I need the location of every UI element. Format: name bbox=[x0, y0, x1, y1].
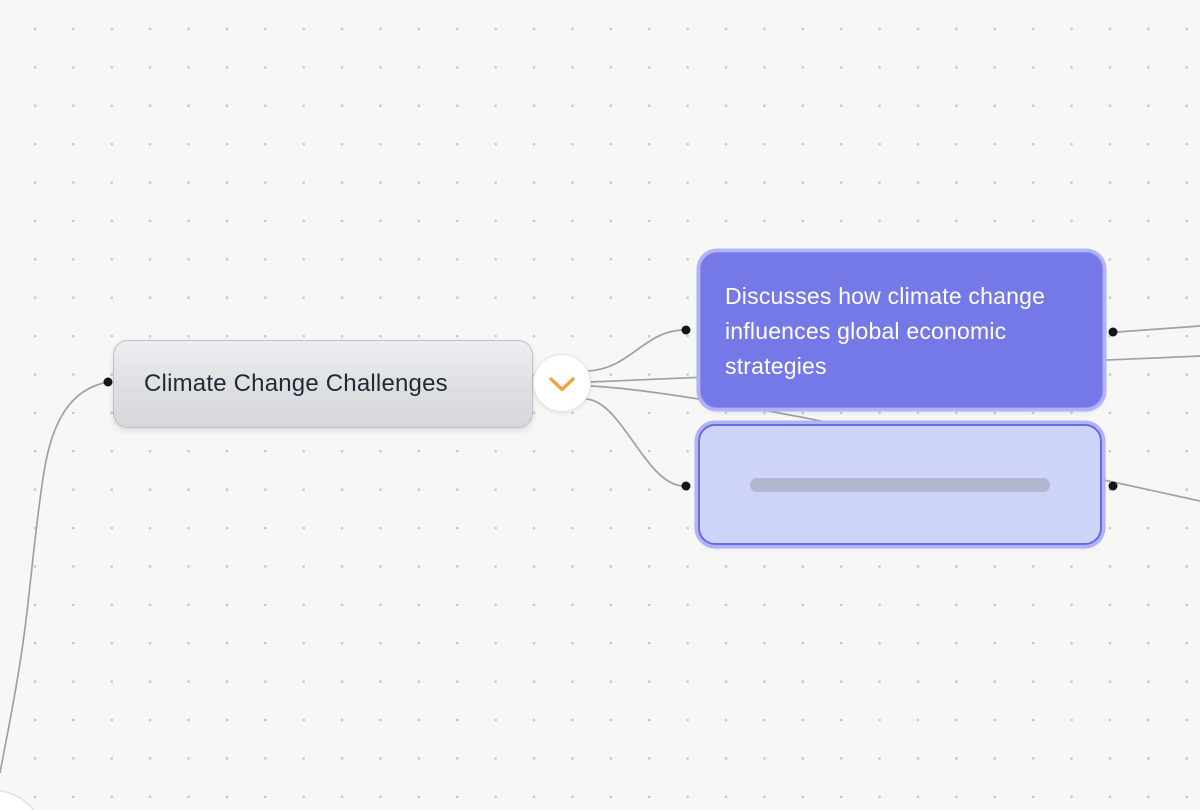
chevron-down-icon bbox=[549, 377, 575, 392]
handle-placeholder-right[interactable] bbox=[1108, 481, 1118, 491]
node-root[interactable]: Climate Change Challenges bbox=[113, 340, 533, 428]
offscreen-expand-button-peek bbox=[0, 789, 35, 810]
handle-root-left[interactable] bbox=[103, 377, 113, 387]
skeleton-loading-bar bbox=[750, 477, 1050, 492]
edge-to-child-placeholder bbox=[585, 398, 684, 487]
handle-placeholder-left[interactable] bbox=[681, 481, 691, 491]
node-root-label: Climate Change Challenges bbox=[144, 370, 448, 397]
edge-to-child-primary bbox=[587, 329, 684, 372]
node-child-primary[interactable]: Discusses how climate change influences … bbox=[700, 252, 1103, 408]
edge-primary-offscreen-right bbox=[1116, 325, 1200, 333]
node-child-primary-text: Discusses how climate change influences … bbox=[725, 283, 1046, 379]
node-child-placeholder[interactable] bbox=[698, 424, 1102, 545]
handle-primary-left[interactable] bbox=[681, 325, 691, 335]
edge-root-offscreen-bottom-left bbox=[0, 381, 109, 774]
expand-collapse-button[interactable] bbox=[533, 354, 591, 412]
handle-primary-right[interactable] bbox=[1108, 327, 1118, 337]
